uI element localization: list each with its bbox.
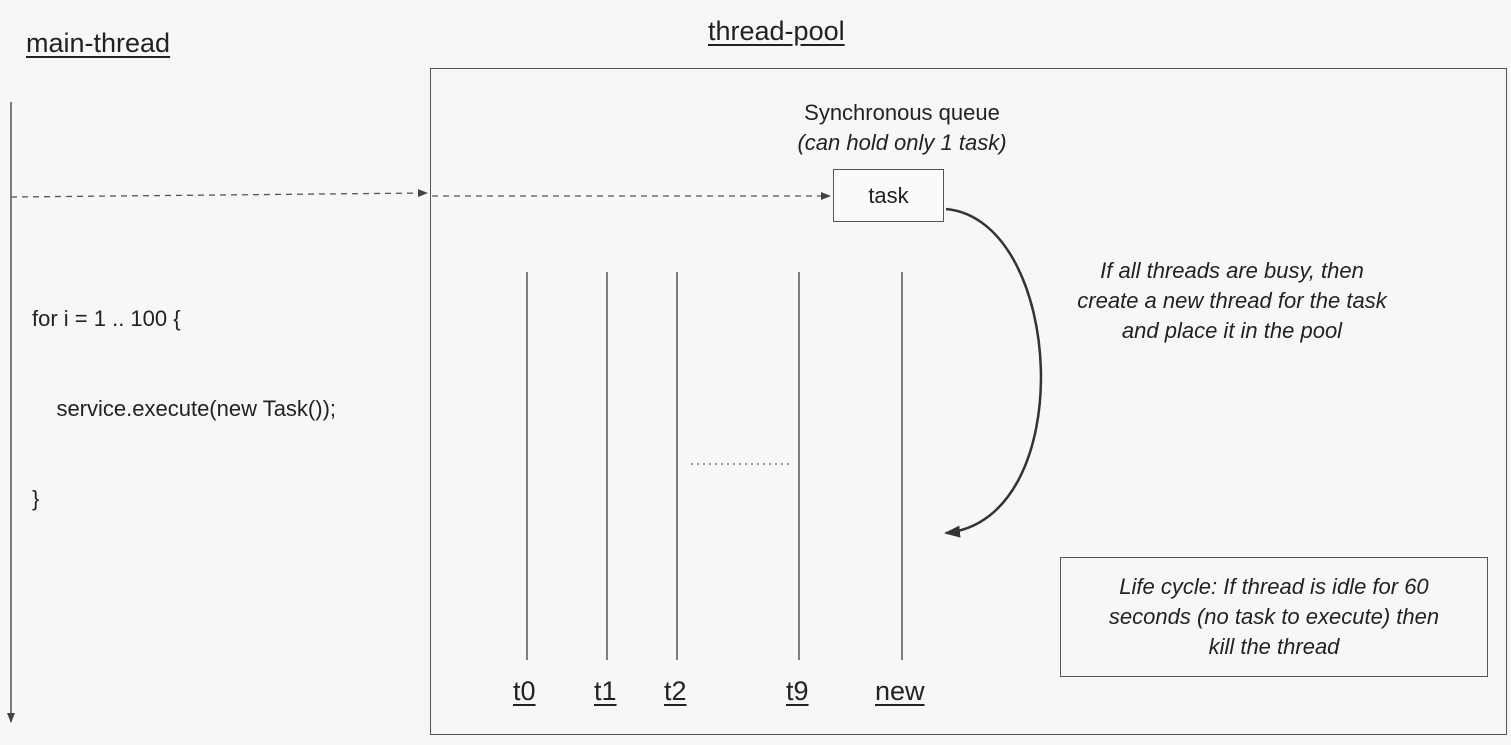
thread-label-new: new	[875, 676, 925, 706]
thread-label-t2: t2	[664, 676, 687, 706]
life-cycle-box: Life cycle: If thread is idle for 60 sec…	[1060, 557, 1488, 677]
life-cycle-line: Life cycle: If thread is idle for 60	[1119, 574, 1429, 599]
thread-pool-box	[430, 68, 1507, 735]
queue-title: Synchronous queue	[804, 100, 1000, 125]
new-thread-arrow	[944, 207, 1043, 538]
main-thread-title: main-thread	[26, 28, 171, 58]
annotation-line: and place it in the pool	[1121, 318, 1343, 343]
life-cycle-line: kill the thread	[1208, 634, 1340, 659]
synchronous-queue-label: Synchronous queue (can hold only 1 task)	[752, 98, 1052, 158]
thread-pool-title: thread-pool	[708, 16, 845, 46]
new-thread-annotation: If all threads are busy, then create a n…	[1040, 256, 1424, 346]
thread-label-t0: t0	[513, 676, 536, 706]
code-line: }	[32, 486, 40, 511]
annotation-line: create a new thread for the task	[1077, 288, 1387, 313]
thread-label-t1: t1	[594, 676, 617, 706]
submit-arrow-1	[10, 189, 428, 198]
task-box: task	[833, 169, 944, 222]
code-block: for i = 1 .. 100 { service.execute(new T…	[32, 244, 336, 544]
code-line: service.execute(new Task());	[32, 396, 337, 421]
thread-label-t9: t9	[786, 676, 809, 706]
annotation-line: If all threads are busy, then	[1100, 258, 1364, 283]
task-label: task	[868, 182, 909, 208]
code-line: for i = 1 .. 100 {	[32, 306, 181, 331]
queue-subtitle: (can hold only 1 task)	[797, 130, 1007, 155]
life-cycle-line: seconds (no task to execute) then	[1108, 604, 1440, 629]
